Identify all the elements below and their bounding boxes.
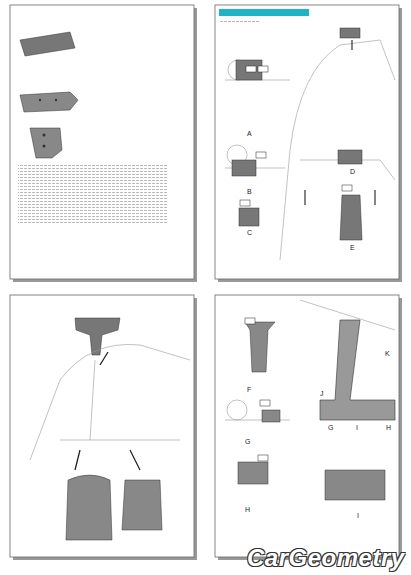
callout-letter: G	[245, 438, 250, 445]
callout-letter: G	[328, 424, 333, 431]
watermark: CarGeometry	[247, 546, 405, 570]
callout-letter: I	[356, 424, 358, 431]
callout-letter: H	[386, 424, 391, 431]
callout-letter: E	[350, 244, 355, 251]
callout-letter: K	[385, 350, 390, 357]
callout-letter: F	[247, 386, 251, 393]
callout-letter: I	[357, 512, 359, 519]
callout-letter: A	[247, 130, 252, 137]
callout-letter: B	[247, 188, 252, 195]
callout-letter: H	[245, 506, 250, 513]
callout-letter: C	[247, 229, 252, 236]
callout-letter: D	[350, 168, 355, 175]
callout-letter: J	[320, 390, 324, 397]
